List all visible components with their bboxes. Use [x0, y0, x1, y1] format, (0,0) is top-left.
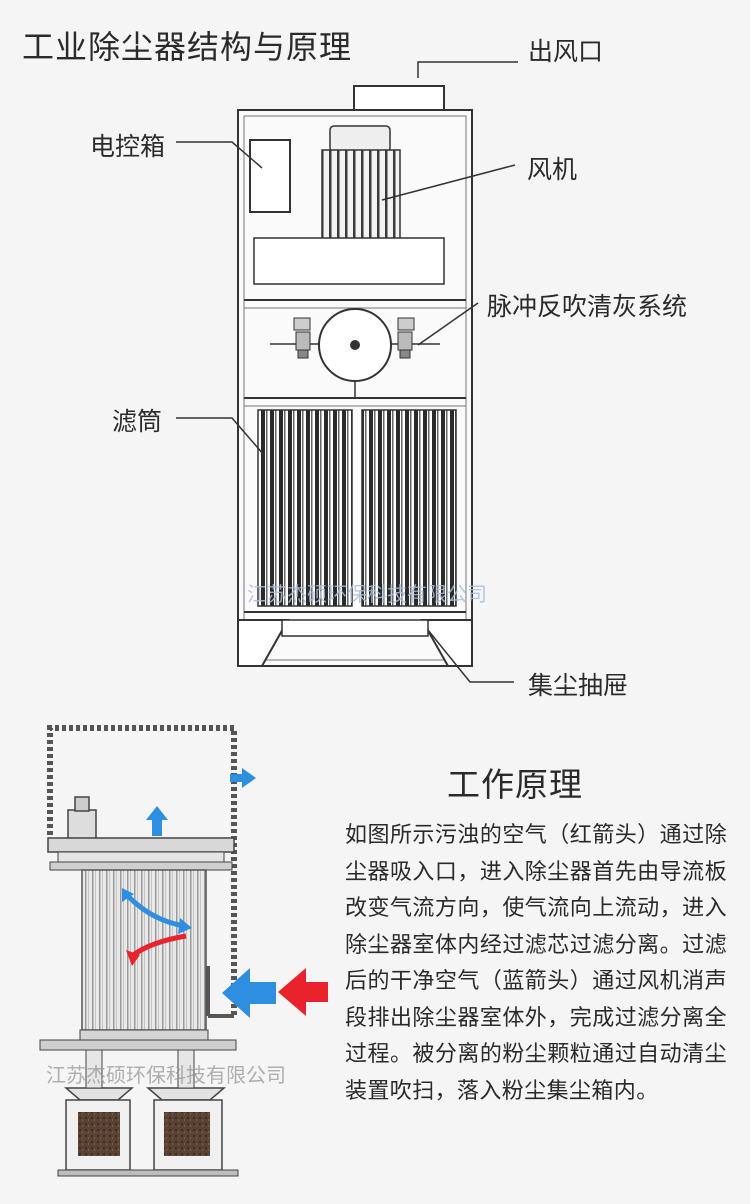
label-fan: 风机 — [527, 155, 578, 184]
fan-housing — [253, 237, 445, 285]
leg-left — [237, 619, 290, 667]
dirty-air-arrow-inlet — [278, 968, 328, 1016]
principle-title: 工作原理 — [447, 765, 583, 804]
clean-air-arrow-out — [230, 768, 256, 788]
label-drawer: 集尘抽屉 — [528, 671, 629, 700]
principle-description: 如图所示污浊的空气（红箭头）通过除尘器吸入口，进入除尘器首先由导流板改变气流方向… — [345, 823, 727, 1104]
label-pulse-system: 脉冲反吹清灰系统 — [487, 292, 688, 321]
filter-left — [257, 409, 353, 607]
top-plate — [47, 837, 235, 853]
hopper-right — [145, 1087, 227, 1101]
structure-diagram — [176, 61, 518, 683]
label-filter: 滤筒 — [112, 407, 163, 436]
dust-drawer — [281, 619, 429, 637]
valve-body — [67, 809, 97, 841]
clean-air-arrow-up — [146, 806, 168, 836]
page-title: 工业除尘器结构与原理 — [22, 28, 353, 66]
watermark-bottom: 江苏杰硕环保科技有限公司 — [46, 1063, 286, 1087]
clean-air-arrow-inlet — [222, 968, 276, 1018]
label-outlet: 出风口 — [528, 37, 604, 66]
pulse-valve-right — [397, 317, 415, 359]
leg-right — [420, 619, 473, 667]
clean-air-curve — [124, 892, 185, 929]
watermark-top: 江苏杰硕环保科技有限公司 — [247, 582, 487, 606]
label-control-box: 电控箱 — [90, 132, 166, 161]
control-box — [249, 139, 291, 213]
pulse-valve-left — [293, 317, 311, 359]
hopper-left — [63, 1087, 135, 1101]
filter-right — [361, 409, 457, 607]
